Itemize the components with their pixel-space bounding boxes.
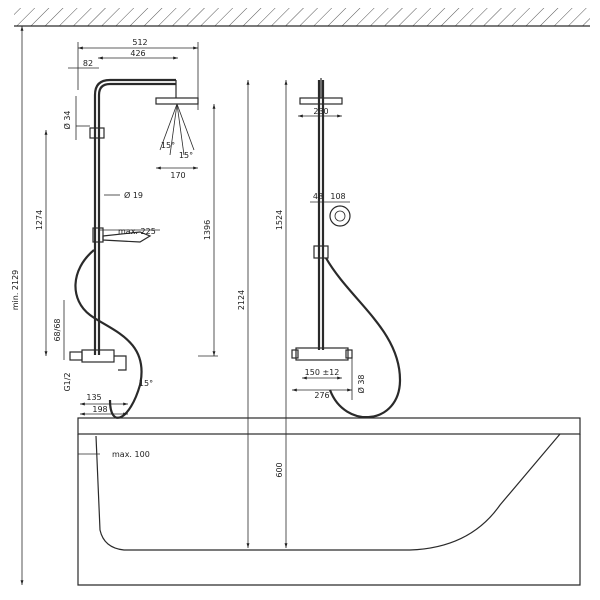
dim-d38: Ø 38 (356, 374, 366, 393)
dim-d19: Ø 19 (124, 190, 143, 200)
dim-1274: 1274 (35, 210, 44, 230)
dim-max225: max. 225 (118, 227, 156, 236)
dim-2124: 2124 (237, 290, 246, 310)
dim-48: 48 (313, 192, 323, 201)
dim-1396: 1396 (203, 220, 212, 240)
dim-170: 170 (170, 171, 185, 180)
dim-108: 108 (330, 192, 345, 201)
dimension-labels: 512 426 82 Ø 34 15° 15° 170 Ø 19 1274 13… (11, 38, 366, 478)
dim-d34: Ø 34 (62, 110, 72, 129)
shower-front-view (69, 78, 199, 419)
bathtub (77, 417, 581, 586)
dim-1524: 1524 (275, 210, 284, 230)
dim-max100: max. 100 (112, 450, 150, 459)
dim-g12: G1/2 (63, 372, 72, 391)
dim-15b: 15° (179, 151, 193, 160)
dim-426: 426 (130, 49, 145, 58)
dim-15c: 15° (139, 379, 153, 388)
dim-15a: 15° (161, 141, 175, 150)
ceiling (14, 8, 590, 27)
shower-side-view (291, 78, 402, 419)
dim-276: 276 (314, 391, 329, 400)
dim-198: 198 (92, 405, 107, 414)
dim-230: 230 (313, 107, 328, 116)
dim-135: 135 (86, 393, 101, 402)
dim-2129: min. 2129 (11, 270, 20, 311)
dimension-lines (20, 26, 353, 585)
dim-512: 512 (132, 38, 147, 47)
dim-82: 82 (83, 59, 93, 68)
dim-600: 600 (275, 462, 284, 477)
dim-6868: 68/68 (53, 318, 62, 341)
dim-150: 150 ±12 (305, 368, 340, 377)
